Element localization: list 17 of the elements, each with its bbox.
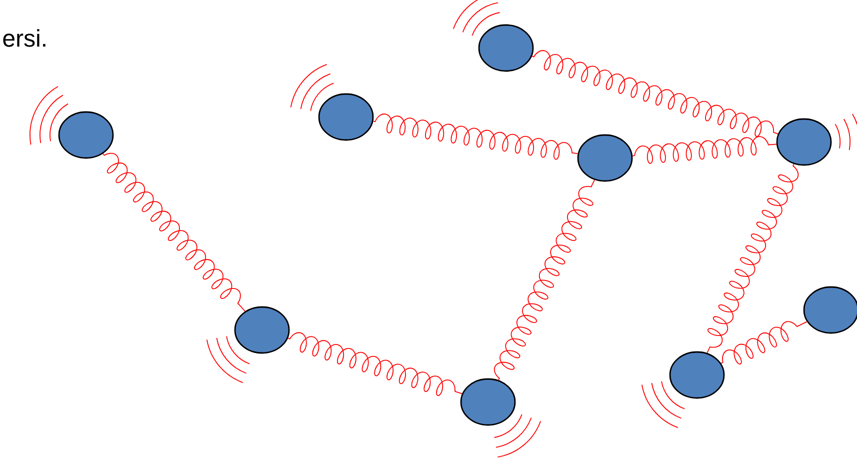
- ball: [669, 351, 725, 399]
- ball: [478, 24, 534, 72]
- spring: [288, 332, 462, 396]
- ball: [234, 306, 290, 354]
- spring: [102, 152, 246, 312]
- caption-text: ersi.: [3, 29, 46, 47]
- spring: [706, 164, 799, 354]
- ball: [577, 134, 633, 182]
- spring: [720, 321, 808, 364]
- ball: [803, 286, 857, 334]
- ball: [776, 118, 832, 166]
- spring: [372, 114, 578, 160]
- spring: [494, 179, 595, 381]
- spring: [632, 136, 777, 164]
- ball: [58, 111, 114, 159]
- ball: [318, 93, 374, 141]
- ball: [460, 378, 516, 426]
